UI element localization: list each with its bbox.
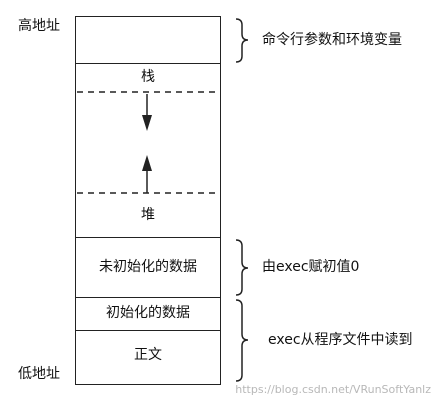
bss-brace-icon — [235, 239, 249, 296]
file-read-brace-icon — [235, 299, 249, 382]
bss-label: 未初始化的数据 — [99, 259, 197, 275]
bss-annotation: 由exec赋初值0 — [262, 259, 360, 275]
stack-heap-segment: 栈 堆 — [75, 63, 221, 238]
text-label: 正文 — [134, 347, 162, 363]
heap-label: 堆 — [141, 207, 155, 223]
args-env-segment — [75, 16, 221, 64]
data-label: 初始化的数据 — [106, 305, 190, 321]
watermark: https://blog.csdn.net/VRunSoftYanlz — [235, 383, 431, 396]
low-address-label: 低地址 — [18, 366, 60, 382]
data-segment: 初始化的数据 — [75, 297, 221, 331]
stack-label: 栈 — [141, 69, 155, 85]
text-segment: 正文 — [75, 330, 221, 385]
args-env-brace-icon — [235, 18, 249, 63]
file-read-annotation: exec从程序文件中读到 — [268, 332, 413, 348]
args-env-annotation: 命令行参数和环境变量 — [262, 32, 402, 48]
high-address-label: 高地址 — [18, 18, 60, 34]
bss-segment: 未初始化的数据 — [75, 237, 221, 298]
